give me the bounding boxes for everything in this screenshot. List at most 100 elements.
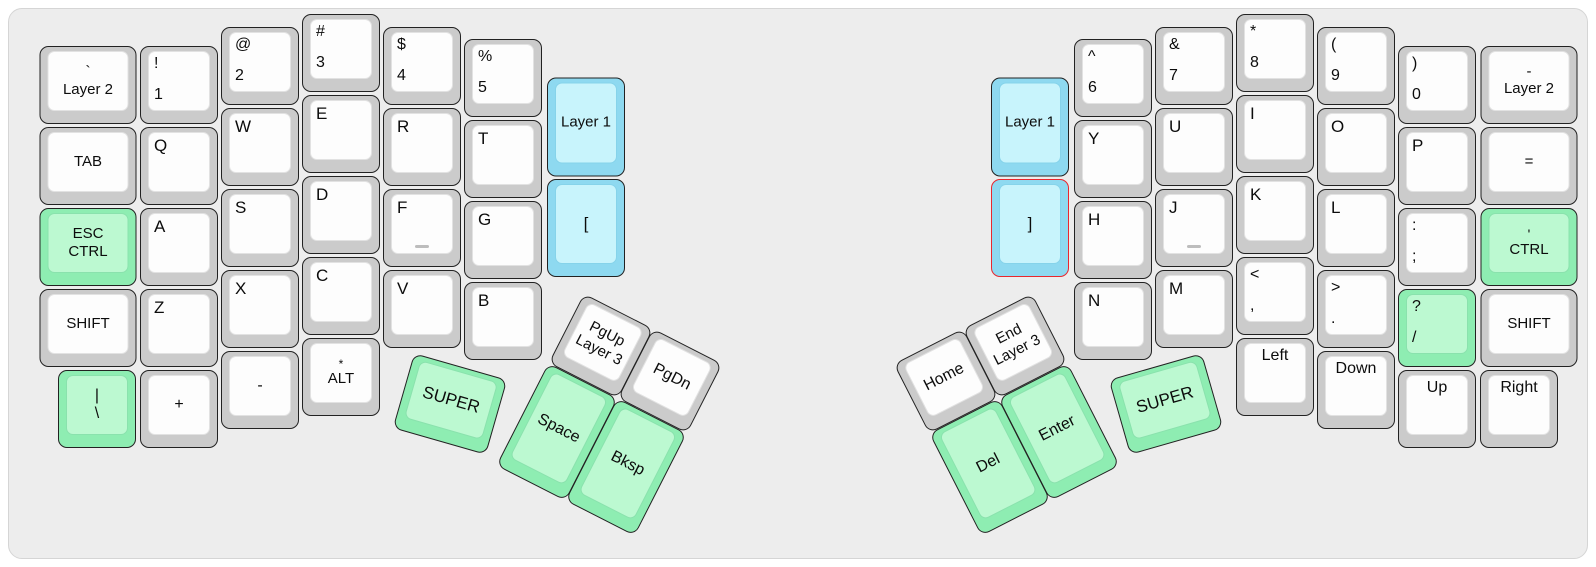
key-w[interactable]: W — [221, 108, 299, 186]
keycap-face: X — [229, 275, 291, 335]
key-label: Left — [1261, 347, 1289, 364]
keycap-face: P — [1406, 132, 1468, 192]
keycap-face: I — [1244, 100, 1306, 160]
key-j[interactable]: J — [1155, 189, 1233, 267]
key-shift-left[interactable]: SHIFT — [39, 289, 137, 367]
key-p[interactable]: P — [1398, 127, 1476, 205]
key-h[interactable]: H — [1074, 201, 1152, 279]
key-z[interactable]: Z — [140, 289, 218, 367]
key-paren-0[interactable]: )0 — [1398, 46, 1476, 124]
key-label: [ — [583, 214, 589, 234]
keycap-face: SUPER — [1117, 360, 1213, 441]
key-minus-layer2[interactable]: -Layer 2 — [1480, 46, 1578, 124]
key-label: / — [1412, 328, 1417, 346]
key-less-comma[interactable]: <, — [1236, 257, 1314, 335]
keycap-face: ] — [999, 184, 1061, 264]
key-greater-period[interactable]: >. — [1317, 270, 1395, 348]
key-k[interactable]: K — [1236, 176, 1314, 254]
key-right-bracket[interactable]: ] — [991, 179, 1069, 277]
keycap-face: Z — [148, 294, 210, 354]
key-b[interactable]: B — [464, 282, 542, 360]
key-label: T — [478, 129, 489, 148]
key-d[interactable]: D — [302, 176, 380, 254]
key-label: Bksp — [608, 447, 648, 479]
keycap-face: *8 — [1244, 19, 1306, 79]
key-shift-right[interactable]: SHIFT — [1480, 289, 1578, 367]
keycap-face: Up — [1406, 375, 1468, 435]
key-label: E — [316, 104, 328, 123]
key-label: CTRL — [1509, 241, 1549, 259]
key-left-bracket[interactable]: [ — [547, 179, 625, 277]
key-label: C — [316, 266, 329, 285]
key-question-slash[interactable]: ?/ — [1398, 289, 1476, 367]
key-l[interactable]: L — [1317, 189, 1395, 267]
keycap-face: SHIFT — [47, 294, 129, 354]
key-n[interactable]: N — [1074, 282, 1152, 360]
keycap-face: R — [391, 113, 453, 173]
key-asterisk-8[interactable]: *8 — [1236, 14, 1314, 92]
key-g[interactable]: G — [464, 201, 542, 279]
key-label: % — [478, 48, 493, 65]
key-label: + — [174, 396, 184, 414]
key-minus[interactable]: - — [221, 351, 299, 429]
key-arrow-up[interactable]: Up — [1398, 370, 1476, 448]
key-paren-9[interactable]: (9 — [1317, 27, 1395, 105]
key-s[interactable]: S — [221, 189, 299, 267]
key-colon-semicolon[interactable]: :; — [1398, 208, 1476, 286]
key-at-2[interactable]: @2 — [221, 27, 299, 105]
key-dollar-4[interactable]: $4 — [383, 27, 461, 105]
key-label: G — [478, 210, 492, 229]
key-exclam-1[interactable]: !1 — [140, 46, 218, 124]
key-e[interactable]: E — [302, 95, 380, 173]
key-label: Up — [1426, 379, 1448, 396]
key-label: L — [1331, 198, 1341, 217]
keycap-face: A — [148, 213, 210, 273]
key-x[interactable]: X — [221, 270, 299, 348]
key-label: F — [397, 198, 408, 217]
keycap-face: G — [472, 206, 534, 266]
key-layer1-left[interactable]: Layer 1 — [547, 77, 625, 177]
keycap-face: K — [1244, 181, 1306, 241]
key-label: 6 — [1088, 78, 1097, 96]
key-plus[interactable]: + — [140, 370, 218, 448]
keycap-face: #3 — [310, 19, 372, 79]
key-layer1-right[interactable]: Layer 1 — [991, 77, 1069, 177]
key-f[interactable]: F — [383, 189, 461, 267]
key-caret-6[interactable]: ^6 — [1074, 39, 1152, 117]
key-quote-ctrl[interactable]: 'CTRL — [1480, 208, 1578, 286]
key-q[interactable]: Q — [140, 127, 218, 205]
key-a[interactable]: A — [140, 208, 218, 286]
key-label: * — [1250, 23, 1257, 40]
key-t[interactable]: T — [464, 120, 542, 198]
key-label: 9 — [1331, 66, 1340, 84]
key-u[interactable]: U — [1155, 108, 1233, 186]
key-v[interactable]: V — [383, 270, 461, 348]
key-label: 3 — [316, 53, 325, 71]
key-arrow-down[interactable]: Down — [1317, 351, 1395, 429]
key-equals[interactable]: = — [1480, 127, 1578, 205]
key-asterisk-alt[interactable]: *ALT — [302, 338, 380, 416]
key-grave-layer2[interactable]: `Layer 2 — [39, 46, 137, 124]
homing-bar — [1187, 245, 1201, 248]
key-pipe-backslash[interactable]: |\ — [58, 370, 136, 448]
key-tab[interactable]: TAB — [39, 127, 137, 205]
key-percent-5[interactable]: %5 — [464, 39, 542, 117]
keycap-face: O — [1325, 113, 1387, 173]
key-r[interactable]: R — [383, 108, 461, 186]
keycap-face: TAB — [47, 132, 129, 192]
key-label: Layer 2 — [62, 80, 114, 98]
keycap-face: L — [1325, 194, 1387, 254]
key-arrow-left[interactable]: Left — [1236, 338, 1314, 416]
keycap-face: = — [1488, 132, 1570, 192]
key-o[interactable]: O — [1317, 108, 1395, 186]
key-arrow-right[interactable]: Right — [1480, 370, 1558, 448]
key-amp-7[interactable]: &7 — [1155, 27, 1233, 105]
key-i[interactable]: I — [1236, 95, 1314, 173]
key-c[interactable]: C — [302, 257, 380, 335]
key-m[interactable]: M — [1155, 270, 1233, 348]
keycap-face: (9 — [1325, 32, 1387, 92]
key-label: : — [1412, 217, 1417, 234]
key-y[interactable]: Y — [1074, 120, 1152, 198]
key-hash-3[interactable]: #3 — [302, 14, 380, 92]
